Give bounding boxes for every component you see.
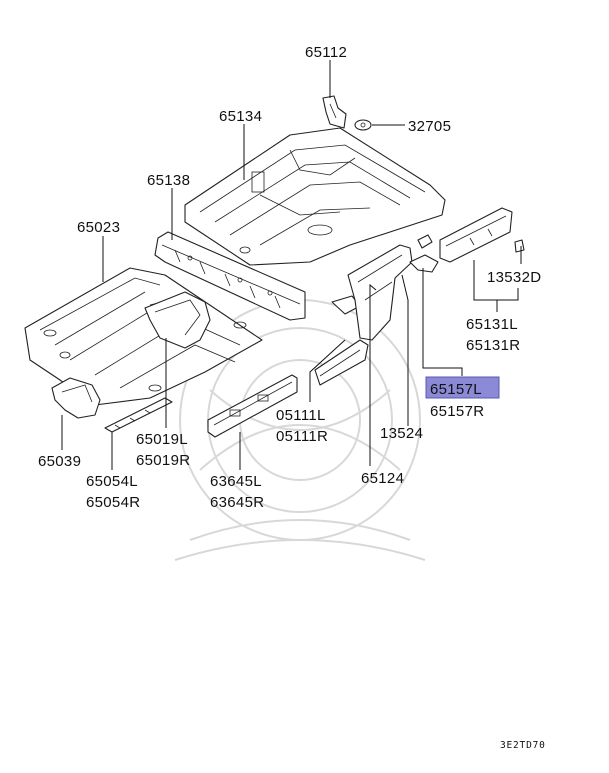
label-65039: 65039 [38,453,81,470]
part-65054-sill-rail [104,397,173,433]
label-65124: 65124 [361,470,404,487]
label-32705: 32705 [408,118,451,135]
part-65019-reinforcement [144,291,211,349]
label-65131R: 65131R [466,337,520,354]
label-65112: 65112 [305,44,347,61]
part-65124-side-rail [347,244,413,341]
label-65134: 65134 [219,108,262,125]
part-32705-clip [354,119,372,131]
highlight-box [425,376,500,399]
label-05111L: 05111L [276,407,326,424]
label-65054L: 65054L [86,473,138,490]
label-63645L: 63645L [210,473,262,490]
label-13532D: 13532D [487,269,541,286]
label-63645R: 63645R [210,494,264,511]
label-65054R: 65054R [86,494,140,511]
leader-lines [61,60,522,470]
label-65157L: 65157L [430,381,482,398]
label-65157R: 65157R [430,403,484,420]
label-65019R: 65019R [136,452,190,469]
part-65131-extension-rail [439,207,513,263]
label-65019L: 65019L [136,431,188,448]
label-65131L: 65131L [466,316,518,333]
part-labels: 65112 65134 32705 65138 65023 13532D 651… [38,44,541,511]
part-63645-side-member [207,374,298,438]
part-65112-bracket [322,95,347,129]
label-05111R: 05111R [276,428,328,445]
label-65138: 65138 [147,172,190,189]
part-05111-brace [314,295,369,386]
label-65023: 65023 [77,219,120,236]
label-13524: 13524 [380,425,423,442]
part-65134-rear-floor-pan [184,127,446,266]
part-65138-crossmember [154,231,306,321]
diagram-code: 3E2TD70 [500,740,546,751]
part-13524-bracket [409,234,439,273]
part-13532D-clip [514,239,525,253]
part-65039-panel [51,377,101,419]
